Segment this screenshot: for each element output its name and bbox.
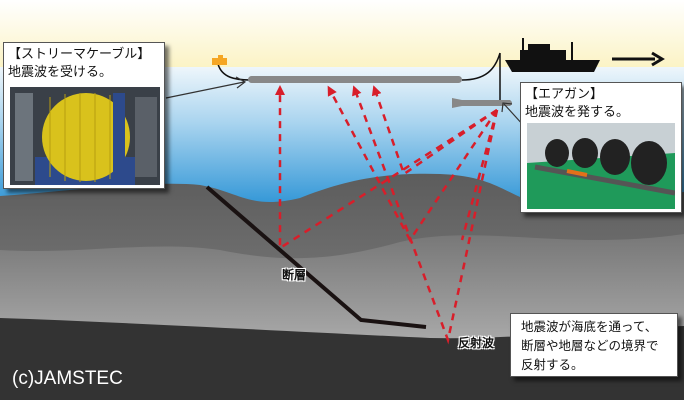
airgun-icon	[452, 98, 512, 108]
note-line-1: 地震波が海底を通って、	[521, 319, 658, 334]
airgun-title: 【エアガン】	[525, 87, 604, 102]
streamer-reel-photo	[10, 87, 160, 185]
note-line-3: 反射する。	[521, 357, 584, 372]
airgun-photo	[527, 123, 675, 209]
streamer-title: 【ストリーマケーブル】	[8, 47, 151, 62]
airgun-callout: 【エアガン】 地震波を発する。	[520, 82, 682, 213]
explanation-note: 地震波が海底を通って、 断層や地層などの境界で 反射する。	[510, 313, 678, 377]
streamer-cable	[248, 76, 462, 83]
ray-3	[352, 85, 499, 345]
buoy-icon	[212, 55, 227, 65]
seismic-rays	[275, 85, 499, 345]
fault-line	[205, 185, 427, 329]
ship-icon	[505, 38, 600, 72]
note-line-2: 断層や地層などの境界で	[521, 338, 659, 353]
buoy-cable	[217, 63, 251, 81]
ray-5	[460, 109, 499, 241]
streamer-callout: 【ストリーマケーブル】 地震波を受ける。	[3, 42, 165, 189]
reflected-wave-label: 反射波	[458, 336, 495, 350]
airgun-text: 地震波を発する。	[525, 105, 630, 120]
streamer-text: 地震波を受ける。	[8, 65, 113, 80]
fault-label: 断層	[282, 268, 307, 282]
ray-4	[371, 85, 498, 176]
copyright: (c)JAMSTEC	[12, 368, 123, 389]
streamer-pointer	[165, 76, 247, 99]
tow-cable	[461, 52, 501, 104]
